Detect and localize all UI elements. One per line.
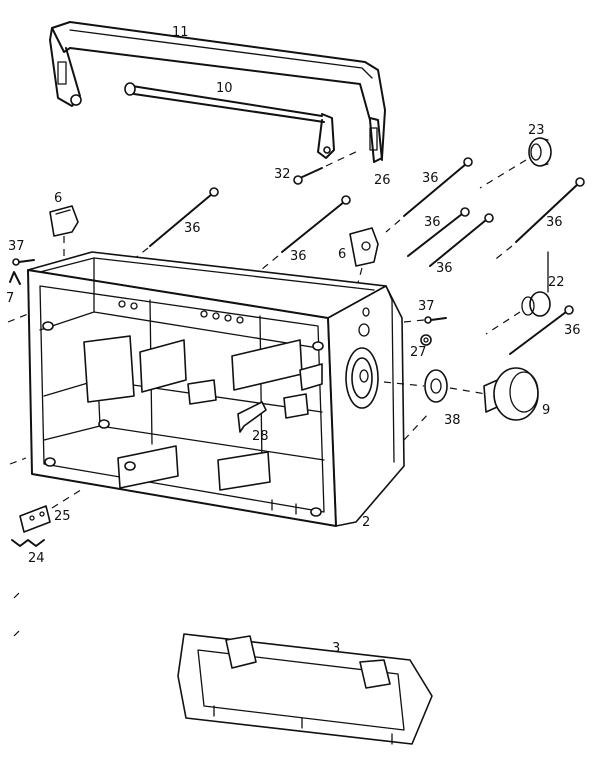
part-screw-32	[293, 149, 361, 185]
part-spring-24	[11, 539, 45, 547]
callout-36-top: 36	[422, 171, 439, 186]
part-handle	[49, 21, 386, 163]
part-bracket-6-right	[349, 227, 379, 291]
callout-28: 28	[252, 429, 269, 444]
part-antenna-rod	[124, 82, 335, 159]
callout-2: 2	[362, 515, 370, 530]
screw-36-far-right	[491, 177, 585, 263]
screw-36-right-b	[429, 213, 494, 267]
guide-marks	[9, 457, 27, 637]
screw-36-top	[385, 157, 473, 233]
part-screw-37-right	[403, 316, 447, 324]
callout-27: 27	[410, 345, 427, 360]
callout-11: 11	[172, 25, 189, 40]
callout-3: 3	[332, 641, 340, 656]
callout-6-right: 6	[338, 247, 346, 262]
part-cabinet	[27, 251, 405, 527]
part-screw-7	[7, 271, 29, 323]
callout-9: 9	[542, 403, 550, 418]
part-battery-door	[177, 633, 433, 745]
part-washer-27	[420, 334, 432, 346]
callout-37-right: 37	[418, 299, 435, 314]
callout-36-right: 36	[424, 215, 441, 230]
callout-23: 23	[528, 123, 545, 138]
callout-6-left: 6	[54, 191, 62, 206]
callout-36-bottom-right: 36	[564, 323, 581, 338]
screw-36-mid	[255, 195, 351, 275]
part-bracket-6-left	[49, 205, 79, 260]
callout-38: 38	[444, 413, 461, 428]
callout-24: 24	[28, 551, 45, 566]
screw-36-lower-right	[509, 305, 574, 355]
callout-36-mid: 36	[290, 249, 307, 264]
callout-10: 10	[216, 81, 233, 96]
callout-32: 32	[274, 167, 291, 182]
part-screw-37-left	[12, 258, 35, 266]
callout-7: 7	[6, 291, 14, 306]
screw-36-right-a	[407, 207, 470, 257]
callout-36-lower: 36	[436, 261, 453, 276]
part-gear-38	[383, 369, 487, 441]
callout-36-far-right: 36	[546, 215, 563, 230]
callout-26: 26	[374, 173, 391, 188]
part-knob-22	[485, 251, 551, 335]
callout-37-left: 37	[8, 239, 25, 254]
callout-22: 22	[548, 275, 565, 290]
part-cap-23	[479, 137, 552, 189]
callout-36-left: 36	[184, 221, 201, 236]
callout-25: 25	[54, 509, 71, 524]
part-contact-25	[19, 487, 85, 533]
part-clip-28	[237, 401, 267, 433]
part-knob-9	[483, 367, 539, 421]
callout-labels: 11 10 32 26 23 36 36 36 36 36 36 36 6 6 …	[6, 25, 581, 656]
